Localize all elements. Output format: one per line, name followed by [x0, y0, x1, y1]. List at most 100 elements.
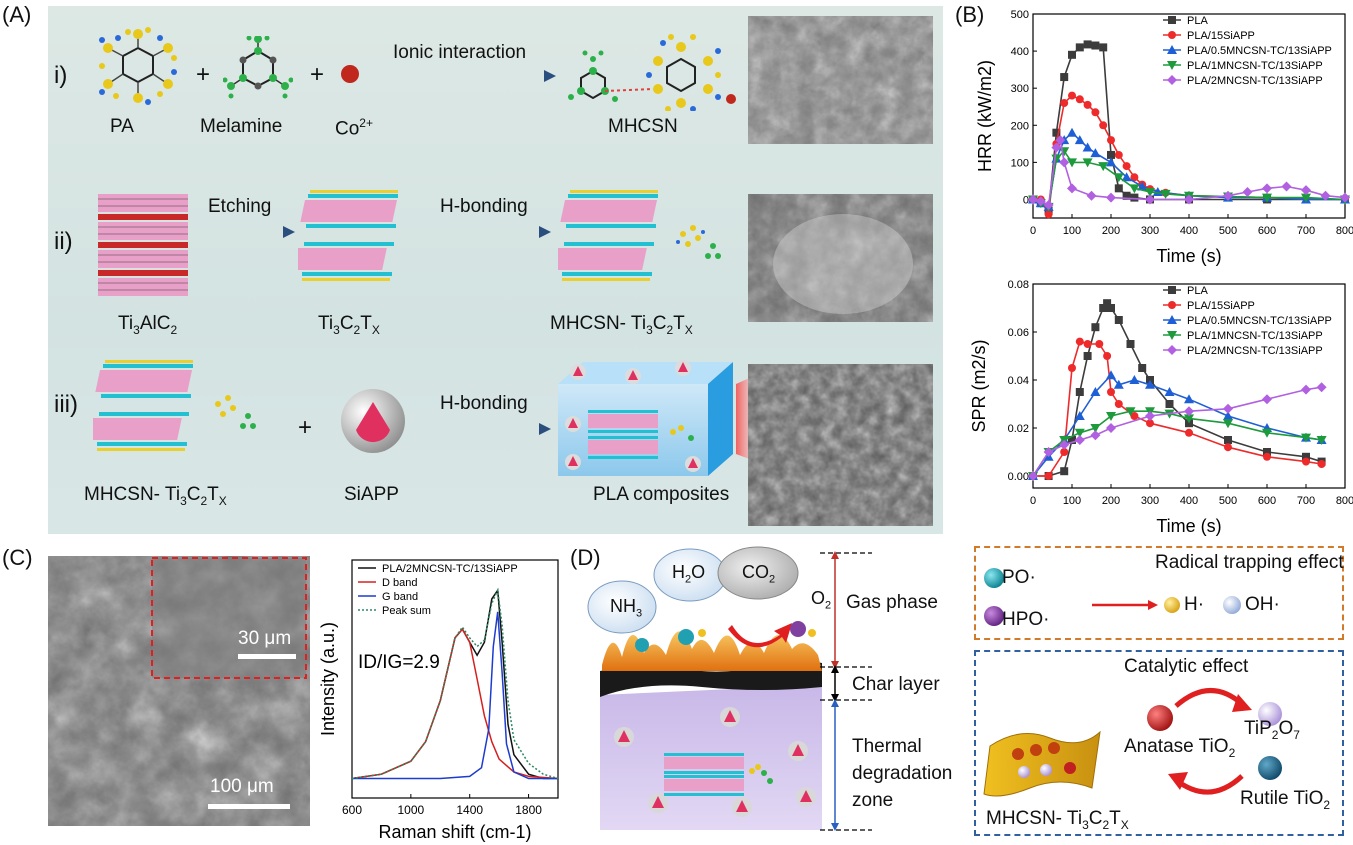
data-point: [1044, 472, 1053, 480]
mhcsn-ti3c2tx-structure: [558, 190, 721, 281]
data-point: [1114, 184, 1123, 193]
radical-trapping-diagram: [984, 568, 1241, 626]
legend-marker: [1167, 45, 1177, 54]
data-point: [1083, 340, 1092, 348]
data-point: [1137, 181, 1148, 191]
data-point: [1075, 95, 1084, 104]
legend-marker: [1168, 286, 1176, 294]
data-point: [1099, 43, 1108, 52]
legend-marker: [1168, 301, 1176, 309]
arrow-hbonding-1: [435, 226, 551, 238]
data-point: [1043, 200, 1054, 211]
data-point: [1302, 452, 1310, 461]
data-point: [1130, 173, 1139, 182]
data-point: [1059, 439, 1070, 450]
legend-marker: [1168, 16, 1176, 24]
data-point: [1068, 436, 1076, 444]
label-h: H·: [1184, 594, 1205, 615]
series-1: [1029, 337, 1326, 480]
data-point: [1028, 194, 1038, 205]
data-point: [1301, 193, 1311, 203]
data-point: [1106, 192, 1116, 203]
legend-label: PLA/2MNCSN-TC/13SiAPP: [1187, 345, 1323, 357]
data-point: [1184, 394, 1194, 404]
label-etching: Etching: [208, 196, 272, 217]
catalytic-diagram: [983, 688, 1282, 797]
series-0: [351, 588, 558, 780]
data-point: [1302, 457, 1310, 466]
label-oh: OH·: [1245, 594, 1280, 615]
data-point: [1184, 406, 1194, 417]
label-ti3c2tx: Ti3C2TX: [318, 313, 380, 337]
data-point: [1090, 424, 1101, 433]
data-point: [1320, 190, 1331, 201]
data-point: [1107, 304, 1115, 312]
data-point: [1107, 388, 1115, 396]
series-3: [351, 587, 559, 780]
data-point: [1263, 448, 1271, 456]
data-point: [1130, 193, 1139, 202]
data-point: [1082, 158, 1093, 168]
plus-2: +: [310, 61, 325, 88]
label-nh3: NH3: [610, 596, 643, 620]
legend-label: PLA/15SiAPP: [1187, 300, 1255, 312]
legend-item: D band: [358, 577, 417, 589]
data-point: [1068, 91, 1076, 100]
data-point: [1184, 194, 1194, 205]
x-tick-label: 1000: [398, 803, 425, 817]
data-point: [1114, 316, 1123, 324]
legend-item: PLA: [1163, 285, 1208, 297]
legend-item: PLA/2MNCSN-TC/13SiAPP: [358, 563, 518, 575]
data-point: [1121, 172, 1132, 182]
legend-item: PLA: [1163, 15, 1208, 27]
data-point: [1075, 388, 1084, 396]
data-point: [1059, 157, 1070, 168]
siapp-particle: [341, 389, 405, 453]
legend-marker: [1167, 331, 1177, 340]
x-tick-label: 800: [1336, 495, 1353, 507]
data-point: [1075, 43, 1084, 52]
y-tick-label: 500: [1011, 9, 1029, 21]
panel-label-c: (C): [2, 545, 33, 570]
row-label-i: i): [54, 62, 68, 89]
ti3c2tx-structure: [298, 190, 398, 281]
arrow-etching: [205, 226, 295, 238]
data-point: [1044, 210, 1053, 219]
data-point: [1095, 340, 1104, 348]
x-tick-label: 0: [1030, 495, 1036, 507]
data-point: [1067, 127, 1077, 137]
series-line: [352, 611, 558, 780]
legend-item: PLA/1MNCSN-TC/13SiAPP: [1163, 330, 1323, 342]
label-hbonding-1: H-bonding: [440, 196, 528, 217]
label-zone: zone: [852, 790, 894, 811]
data-point: [1281, 181, 1292, 192]
data-point: [1224, 436, 1232, 444]
data-point: [1165, 400, 1174, 408]
data-point: [1263, 452, 1271, 461]
sem-image-pla-composite: [748, 364, 933, 526]
data-point: [1106, 157, 1116, 167]
data-point: [1125, 407, 1136, 417]
data-point: [1122, 162, 1131, 171]
data-point: [1090, 148, 1101, 158]
legend-marker: [1167, 75, 1177, 85]
scale-bar-30um: 30 μm: [238, 628, 292, 649]
data-point: [1122, 191, 1131, 200]
data-point: [1262, 193, 1272, 203]
data-point: [1091, 323, 1100, 332]
label-catalytic-effect: Catalytic effect: [1124, 656, 1249, 677]
data-point: [1164, 387, 1175, 396]
label-rutile: Rutile TiO2: [1240, 788, 1331, 812]
legend-label: PLA/2MNCSN-TC/13SiAPP: [1187, 75, 1323, 87]
data-point: [1103, 352, 1112, 360]
legend-label: PLA: [1187, 285, 1208, 297]
data-point: [1145, 379, 1155, 389]
label-co2: CO2: [742, 562, 776, 586]
x-axis-label: Raman shift (cm-1): [378, 822, 531, 842]
catalytic-effect-box: [974, 650, 1344, 836]
data-point: [1051, 154, 1062, 164]
data-point: [1114, 400, 1123, 408]
legend-item: PLA/2MNCSN-TC/13SiAPP: [1163, 345, 1323, 357]
x-tick-label: 300: [1141, 495, 1159, 507]
